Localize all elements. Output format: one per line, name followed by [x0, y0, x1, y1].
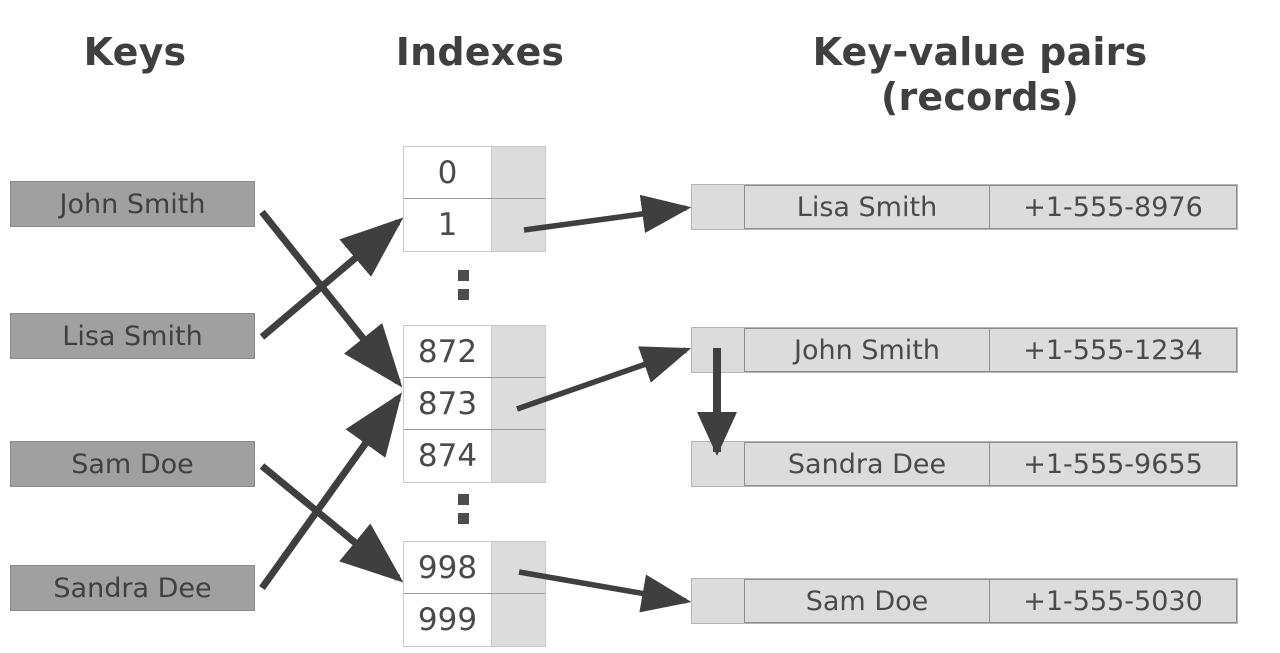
record-sam-doe[interactable]: Sam Doe +1-555-5030: [691, 578, 1238, 624]
record-name: Sam Doe: [744, 579, 989, 623]
index-row-998[interactable]: 998: [404, 542, 545, 594]
index-row-999[interactable]: 999: [404, 594, 545, 646]
record-pointer-cell: [692, 442, 744, 486]
key-box-lisa-smith[interactable]: Lisa Smith: [10, 313, 255, 359]
index-row-873[interactable]: 873: [404, 378, 545, 430]
index-row-872[interactable]: 872: [404, 326, 545, 378]
index-slot[interactable]: [491, 430, 545, 482]
arrow-sam-doe-to-998: [259, 463, 404, 583]
arrow-lisa-smith-to-1: [259, 217, 404, 340]
key-label: John Smith: [59, 188, 206, 220]
index-number: 0: [404, 147, 491, 198]
index-number: 873: [404, 378, 491, 429]
index-number: 998: [404, 542, 491, 593]
arrow-john-smith-to-873: [259, 209, 403, 388]
vertical-ellipsis-icon: [455, 270, 471, 308]
index-row-0[interactable]: 0: [404, 147, 545, 199]
arrow-slot-1-to-record-lisa-smith: [523, 194, 692, 233]
record-pointer-cell: [692, 579, 744, 623]
record-john-smith[interactable]: John Smith +1-555-1234: [691, 327, 1238, 373]
record-phone: +1-555-8976: [989, 185, 1237, 229]
index-number: 872: [404, 326, 491, 377]
index-block-middle: 872 873 874: [403, 325, 546, 483]
index-slot[interactable]: [491, 378, 545, 429]
index-number: 999: [404, 594, 491, 646]
column-header-indexes: Indexes: [395, 30, 565, 74]
index-row-874[interactable]: 874: [404, 430, 545, 482]
index-row-1[interactable]: 1: [404, 199, 545, 251]
key-label: Sam Doe: [71, 448, 194, 480]
index-number: 1: [404, 199, 491, 251]
record-phone: +1-555-1234: [989, 328, 1237, 372]
record-lisa-smith[interactable]: Lisa Smith +1-555-8976: [691, 184, 1238, 230]
index-slot[interactable]: [491, 326, 545, 377]
key-box-john-smith[interactable]: John Smith: [10, 181, 255, 227]
record-sandra-dee[interactable]: Sandra Dee +1-555-9655: [691, 441, 1238, 487]
key-box-sandra-dee[interactable]: Sandra Dee: [10, 565, 255, 611]
record-phone: +1-555-9655: [989, 442, 1237, 486]
index-slot[interactable]: [491, 542, 545, 593]
index-slot[interactable]: [491, 594, 545, 646]
key-label: Lisa Smith: [62, 320, 203, 352]
vertical-ellipsis-icon: [455, 494, 471, 532]
key-box-sam-doe[interactable]: Sam Doe: [10, 441, 255, 487]
arrow-sandra-dee-to-873: [259, 392, 403, 591]
key-label: Sandra Dee: [53, 572, 212, 604]
column-header-keys: Keys: [83, 30, 187, 74]
column-header-key-value-pairs: Key-value pairs (records): [812, 30, 1148, 119]
record-name: John Smith: [744, 328, 989, 372]
record-name: Lisa Smith: [744, 185, 989, 229]
record-phone: +1-555-5030: [989, 579, 1237, 623]
index-slot[interactable]: [491, 147, 545, 198]
index-number: 874: [404, 430, 491, 482]
record-pointer-cell: [692, 328, 744, 372]
index-block-bottom: 998 999: [403, 541, 546, 647]
record-pointer-cell: [692, 185, 744, 229]
record-name: Sandra Dee: [744, 442, 989, 486]
index-block-top: 0 1: [403, 146, 546, 252]
index-slot[interactable]: [491, 199, 545, 251]
